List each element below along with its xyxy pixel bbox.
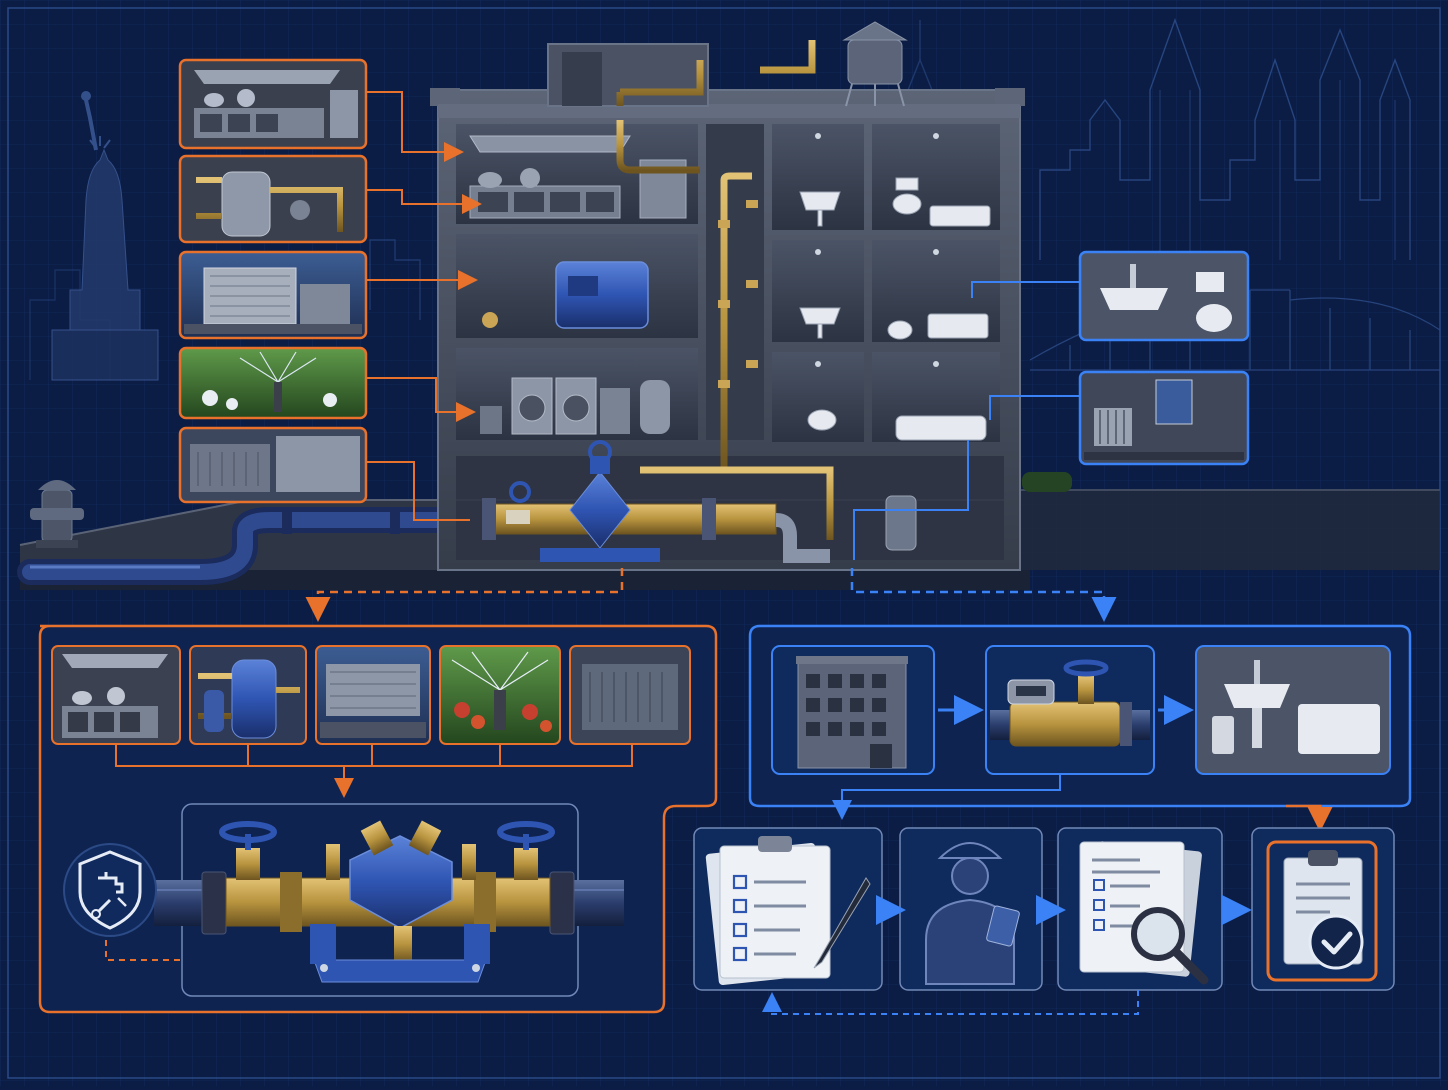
reduced-pressure-backflow-assembly-icon: [201, 820, 575, 983]
source-tile-sprinkler-garden: [439, 645, 561, 745]
testing-process-tiles: [693, 827, 1395, 991]
documents-magnifier-icon: [1057, 827, 1223, 991]
residential-callout-connectors: [853, 281, 1080, 560]
laundry-machines-icon: [480, 377, 670, 435]
hazard-callout-connectors: [366, 91, 482, 521]
testing-process-arrows: [762, 895, 1252, 1015]
certification-connector: [1286, 804, 1333, 832]
approved-clipboard-check-icon: [1251, 827, 1395, 991]
riser-fittings: [718, 200, 758, 388]
source-tile-kitchen: [51, 645, 181, 745]
callout-rooftop-hvac: [178, 426, 368, 504]
shield-faucet-wrench-icon: [63, 843, 157, 937]
flow-connectors-to-panels: [305, 568, 1117, 622]
source-merge-connectors: [115, 744, 633, 798]
low-hazard-flow-tiles: [771, 645, 1391, 775]
high-hazard-source-tiles: [51, 645, 691, 745]
callout-sink-and-toilet: [1078, 250, 1250, 342]
boiler-tank-icon: [472, 261, 690, 329]
badge-connector: [105, 940, 182, 961]
technician-with-tablet-icon: [899, 827, 1043, 991]
water-meter-valve-icon: [985, 645, 1155, 775]
callout-irrigation-sprinkler: [178, 346, 368, 420]
street-ground: [19, 472, 1440, 590]
apartment-building-icon: [771, 645, 935, 775]
callout-radiator-room: [1078, 370, 1250, 466]
hazard-callout-cards: [178, 58, 368, 504]
source-tile-boiler: [189, 645, 307, 745]
callout-water-heater: [178, 154, 368, 244]
statue-of-liberty-icon: [51, 91, 159, 381]
low-hazard-flow-arrows: [832, 695, 1194, 820]
source-tile-hvac: [569, 645, 691, 745]
water-service-line: [17, 507, 513, 585]
fire-hydrant-icon: [30, 480, 84, 548]
brass-riser-piping: [616, 40, 834, 540]
callout-commercial-kitchen: [178, 58, 368, 150]
bathroom-fixtures-in-building: [799, 177, 991, 441]
residential-callout-cards: [1078, 250, 1250, 466]
building-backflow-assembly: [482, 440, 830, 563]
water-tower-icon: [842, 21, 908, 107]
callout-cooling-tower: [178, 250, 368, 340]
checklist-and-pen-icon: [693, 827, 883, 991]
bathroom-fixtures-icon: [1195, 645, 1391, 775]
filter-housing-icon: [885, 495, 917, 551]
building-cross-section: [430, 43, 1025, 571]
source-tile-cooling-tower: [315, 645, 431, 745]
